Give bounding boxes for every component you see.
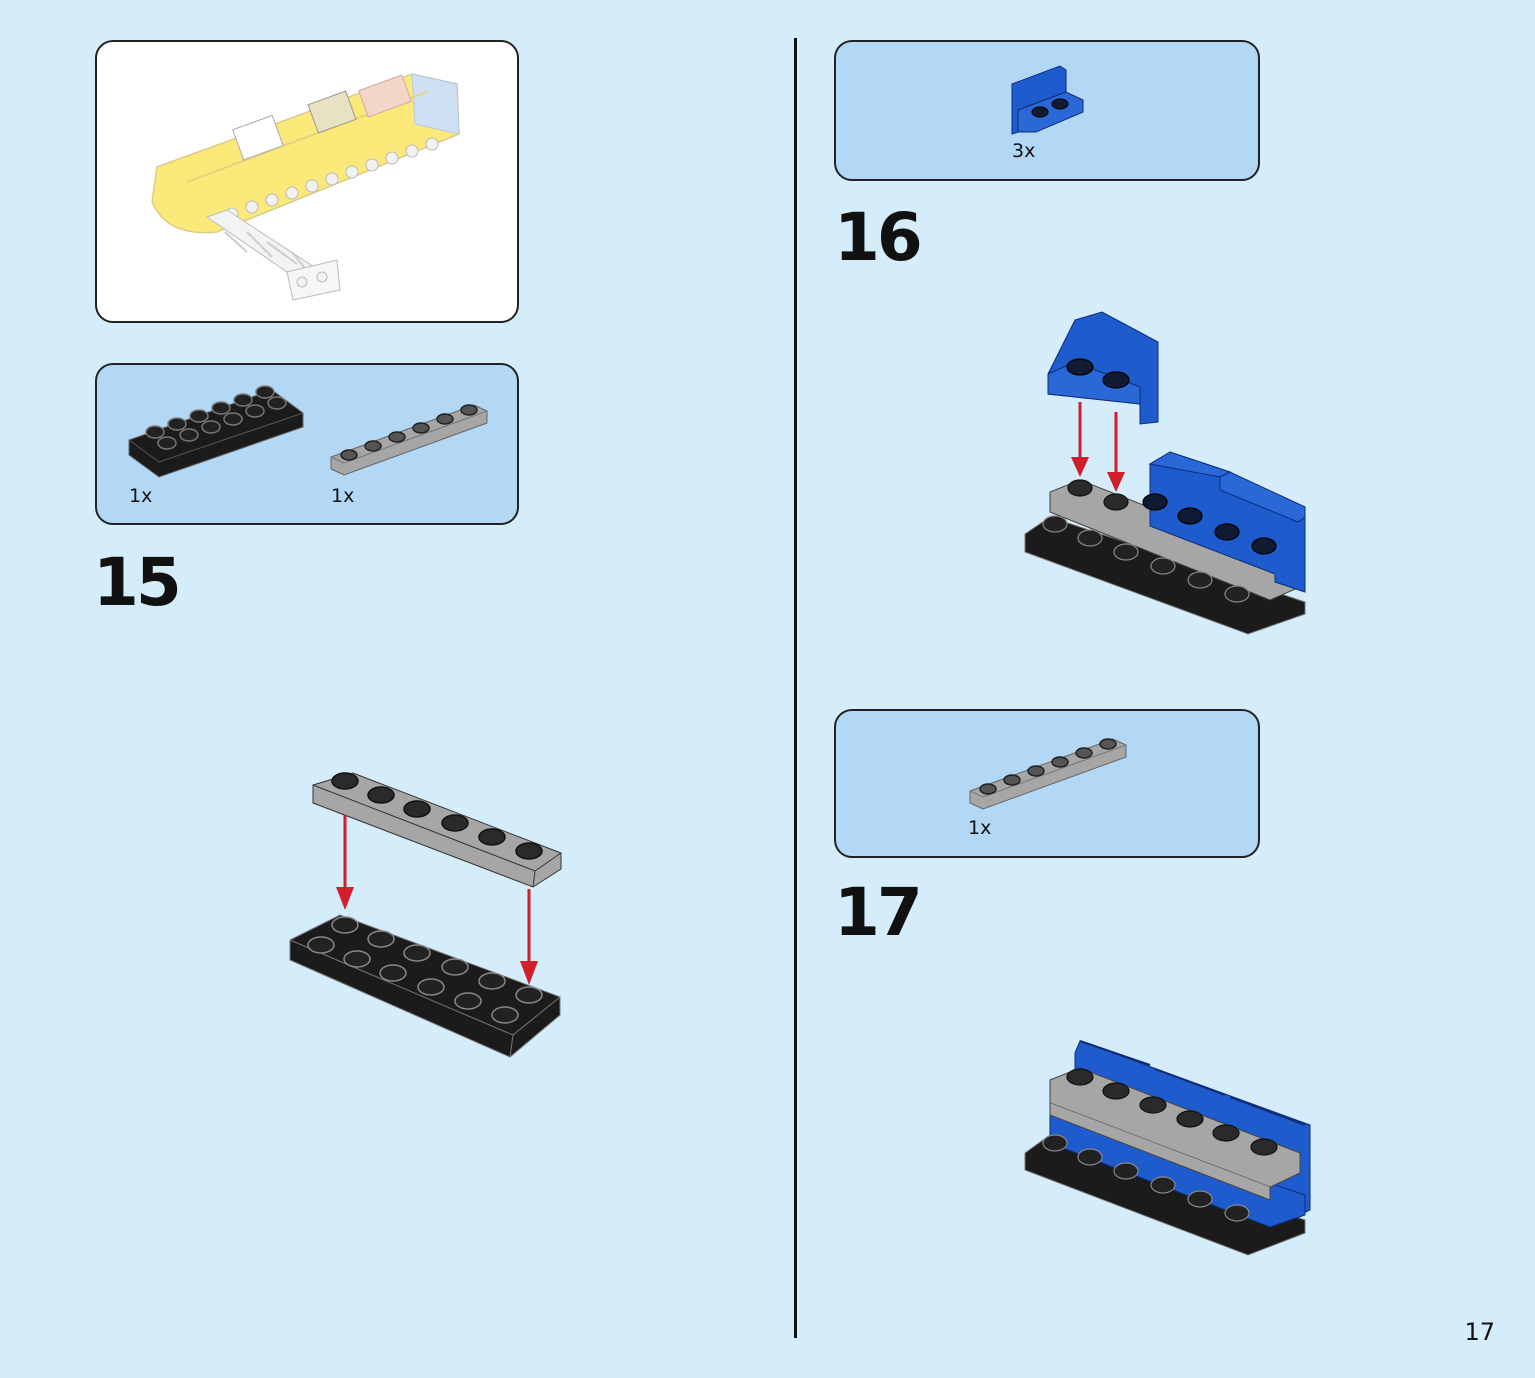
step-15-arrows: [336, 815, 538, 985]
column-divider: [794, 38, 797, 1338]
step-17-parts-panel: 1x: [834, 709, 1260, 858]
part-grey-1x6-plate: [969, 738, 1127, 810]
step-15-assembly: [289, 772, 562, 1058]
step-17-number: 17: [834, 874, 923, 951]
step-16-number: 16: [834, 199, 923, 276]
part-grey-1x6-plate: [330, 404, 488, 476]
step-15-part-2-qty: 1x: [331, 485, 355, 507]
step-17-assembly: [1024, 1040, 1311, 1256]
part-black-2x6-plate: [128, 385, 304, 478]
step-15-part-1-qty: 1x: [129, 485, 153, 507]
part-blue-1x2-bracket: [1011, 65, 1084, 135]
step-17-part-1-qty: 1x: [968, 817, 992, 839]
step-16-parts-panel: 3x: [834, 40, 1260, 181]
page-number: 17: [1464, 1318, 1495, 1346]
step-15-number: 15: [93, 544, 182, 621]
submodel-preview-panel: [95, 40, 519, 323]
step-16-assembly: [1024, 311, 1306, 635]
step-15-parts-panel: 1x 1x: [95, 363, 519, 525]
step-16-arrows: [1071, 402, 1125, 492]
step-16-part-1-qty: 3x: [1012, 140, 1036, 162]
submodel-illustration: [151, 73, 460, 301]
